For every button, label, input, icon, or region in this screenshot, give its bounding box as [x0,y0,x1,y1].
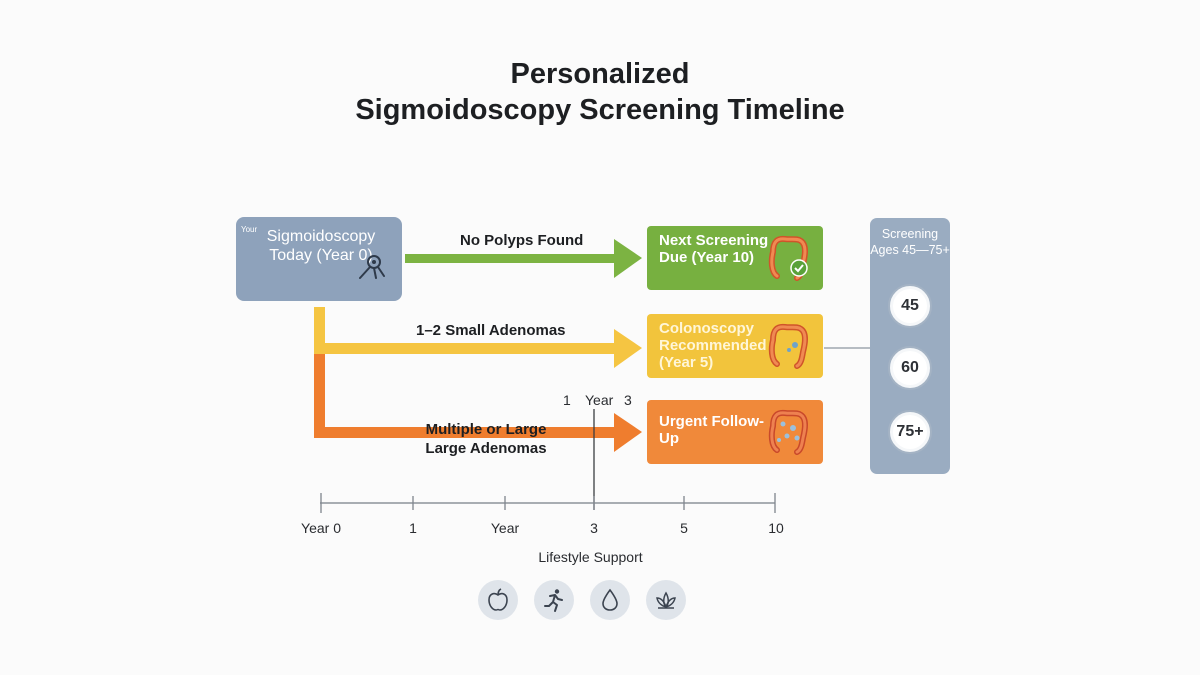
screening-ages-heading: Screening Ages 45—75+ [870,227,950,257]
branch-label-small-adenomas: 1–2 Small Adenomas [416,322,566,339]
colon-check-icon [767,232,811,288]
tick-label-year: Year [490,520,520,536]
branch-label-large-adenomas: Multiple or Large Large Adenomas [425,421,547,457]
sigmoidoscope-icon [354,252,388,287]
green-arrow-head [614,239,642,278]
age-circle-60: 60 [888,346,932,390]
page-title: Personalized Sigmoidoscopy Screening Tim… [0,56,1200,128]
title-line-2: Sigmoidoscopy Screening Timeline [355,94,845,126]
yellow-arrow-head [614,329,642,368]
tick-label-3: 3 [590,520,598,536]
water-drop-icon[interactable] [590,580,630,620]
outcome-urgent-follow-up-label: Urgent Follow-Up [659,413,764,447]
marker-mid-label: Year [585,392,614,408]
yellow-stem [314,307,325,354]
age-circle-75-plus: 75+ [888,410,932,454]
lotus-icon[interactable] [646,580,686,620]
title-line-1: Personalized [510,58,690,90]
outcome-colonoscopy: Colonoscopy Recommended (Year 5) [647,314,823,378]
tick-label-1: 1 [409,520,417,536]
orange-stem [314,354,325,438]
marker-left-label: 1 [563,392,571,408]
outcome-colonoscopy-label: Colonoscopy Recommended (Year 5) [659,320,767,371]
outcome-next-screening-label: Next Screening Due (Year 10) [659,232,769,266]
start-node: Your Sigmoidoscopy Today (Year 0) [236,217,402,301]
timeline-ticks [320,493,776,513]
outcome-urgent-follow-up: Urgent Follow-Up [647,400,823,464]
start-label: Sigmoidoscopy Today (Year 0) [266,228,376,264]
running-icon[interactable] [534,580,574,620]
orange-arrow-head [614,413,642,452]
orange-arrow-shaft [314,427,615,438]
lifestyle-support-title: Lifestyle Support [538,549,643,565]
yellow-arrow-shaft [314,343,615,354]
age-circle-45: 45 [888,284,932,328]
tick-label-year-0: Year 0 [301,520,341,536]
outcome-next-screening: Next Screening Due (Year 10) [647,226,823,290]
branch-label-no-polyps: No Polyps Found [460,232,584,249]
start-small-label: Your [241,225,258,234]
tick-label-5: 5 [680,520,688,536]
apple-icon[interactable] [478,580,518,620]
green-arrow-shaft [405,254,615,263]
screening-ages-panel: Screening Ages 45—75+ 45 60 75+ [870,218,950,474]
colon-polyp-icon [767,320,811,376]
marker-right-label: 3 [624,392,632,408]
colon-multiple-polyps-icon [767,406,811,462]
tick-label-10: 10 [768,520,784,536]
